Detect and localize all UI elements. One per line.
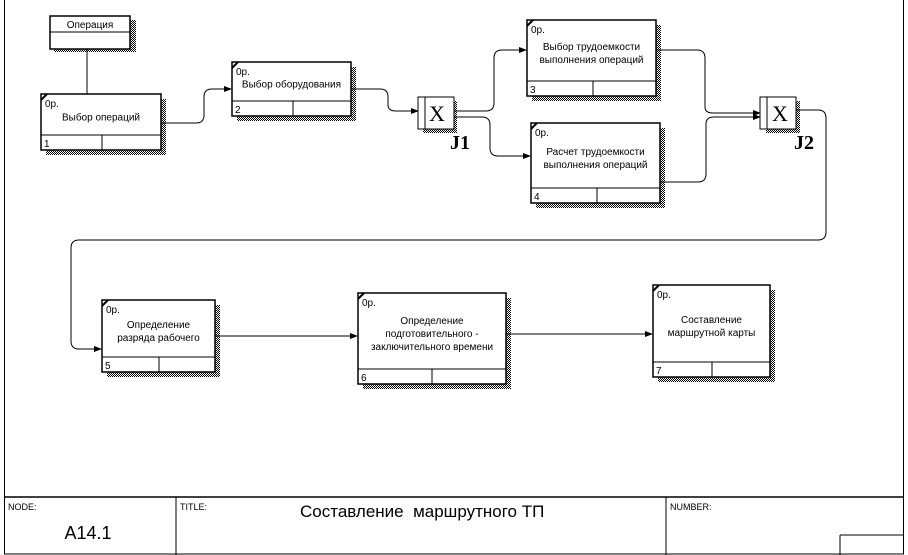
box-number: 3 xyxy=(530,85,536,96)
junction-j1-symbol: X xyxy=(429,101,445,126)
junction-j2: X J2 xyxy=(759,96,814,154)
process-box-6: 0р. Определение подготовительного - заключи… xyxy=(357,292,511,389)
arrow-2-j1 xyxy=(351,88,419,114)
box-number: 2 xyxy=(235,105,241,116)
box-frame xyxy=(231,61,352,117)
number-caption: NUMBER: xyxy=(670,502,712,512)
box-op-label: 0р. xyxy=(106,305,120,316)
reference-label: Операция xyxy=(67,20,114,31)
arrow-j1-4 xyxy=(454,116,531,159)
box-title-line: подготовительного - xyxy=(385,329,478,340)
junction-j1-label: J1 xyxy=(450,132,470,154)
box-title-line: Определение xyxy=(127,320,191,331)
box-title-line: Выбор оборудования xyxy=(242,79,341,91)
box-corner-mark xyxy=(357,292,365,300)
box-op-label: 0р. xyxy=(657,290,671,301)
reference-note: Операция xyxy=(49,15,136,94)
box-title-line: Расчет трудоемкости xyxy=(546,147,644,158)
process-box-2: 0р.Выбор оборудования 2 xyxy=(231,61,356,121)
process-box-4: 0р. Расчет трудоемкости выполнения операци… xyxy=(530,122,665,208)
box-title-line: заключительного времени xyxy=(371,342,493,353)
title-caption: TITLE: xyxy=(180,502,207,512)
box-op-label: 0р. xyxy=(45,99,59,110)
box-number: 4 xyxy=(534,192,540,203)
node-value: A14.1 xyxy=(64,523,111,543)
connectors xyxy=(70,47,827,352)
box-number: 5 xyxy=(105,361,111,372)
box-number: 7 xyxy=(656,366,662,377)
box-title-line: маршрутной карты xyxy=(668,328,756,339)
box-op-label: 0р. xyxy=(362,298,376,309)
sheet-frame xyxy=(4,0,904,555)
box-op-label: 0р. xyxy=(535,128,549,139)
box-corner-mark xyxy=(231,61,239,69)
box-number: 6 xyxy=(361,373,367,384)
node-caption: NODE: xyxy=(8,502,37,512)
box-title-line: Выбор операций xyxy=(62,112,140,124)
diagram-title: Составление маршрутного ТП xyxy=(300,502,544,521)
junction-j1: X J1 xyxy=(417,96,470,154)
box-title-line: Выбор трудоемкости xyxy=(543,41,640,53)
box-title-line: выполнения операций xyxy=(539,55,643,66)
junction-j2-label: J2 xyxy=(794,132,814,154)
box-title-line: разряда рабочего xyxy=(117,332,200,344)
box-title-line: Определение xyxy=(400,316,464,327)
title-block: NODE: A14.1 TITLE: Составление маршрутно… xyxy=(4,496,904,555)
box-frame xyxy=(40,93,162,151)
box-op-label: 0р. xyxy=(236,67,250,78)
box-corner-mark xyxy=(652,284,660,292)
box-frame xyxy=(530,122,661,204)
arrow-4-j2 xyxy=(660,114,761,183)
box-corner-mark xyxy=(101,299,109,307)
box-op-label: 0р. xyxy=(531,25,545,36)
arrow-j1-3 xyxy=(454,47,527,112)
process-box-1: 0р.Выбор операций 1 xyxy=(40,93,166,155)
arrow-j2-5 xyxy=(70,109,827,352)
box-title-line: Составление xyxy=(681,315,742,326)
box-frame xyxy=(526,19,657,97)
process-box-3: 0р. Выбор трудоемкости выполнения операций… xyxy=(526,19,661,101)
arrow-3-j2 xyxy=(656,49,761,116)
box-corner-mark xyxy=(526,19,534,27)
junction-j2-symbol: X xyxy=(772,101,788,126)
arrow-1-2 xyxy=(161,86,232,124)
box-number: 1 xyxy=(44,139,50,150)
process-box-7: 0р. Составление маршрутной карты 7 xyxy=(652,284,775,382)
box-title-line: выполнения операций xyxy=(543,160,647,171)
box-corner-mark xyxy=(530,122,538,130)
box-corner-mark xyxy=(40,93,48,101)
